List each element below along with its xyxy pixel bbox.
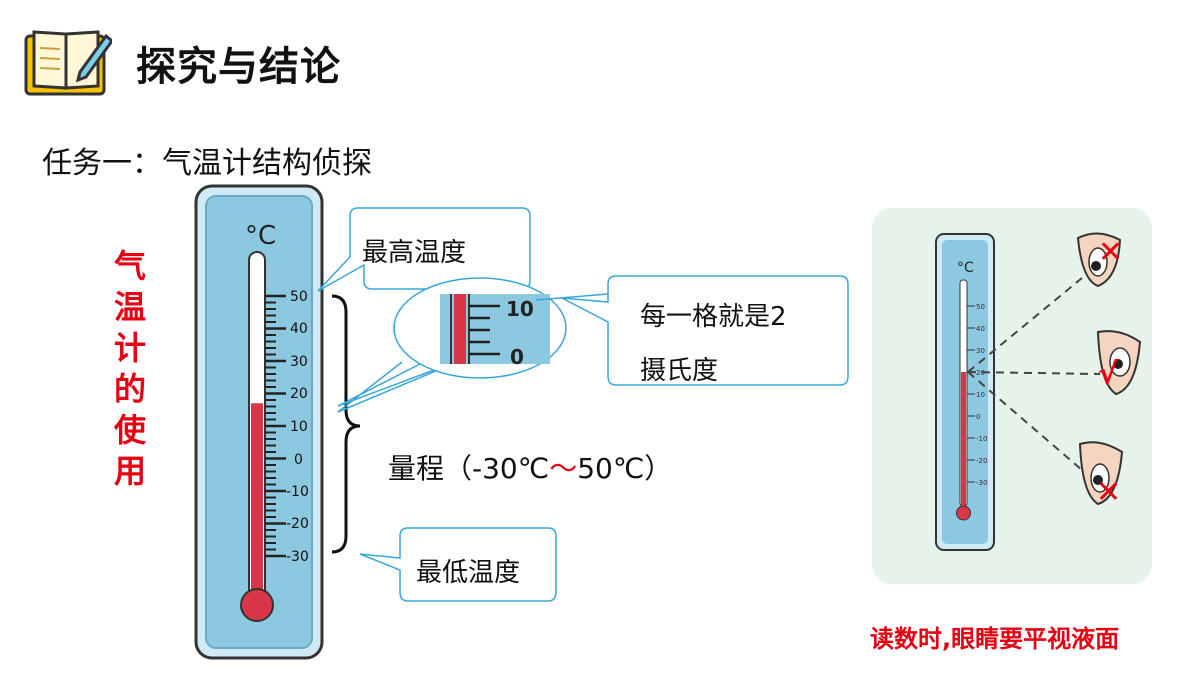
scale-label: 0: [294, 452, 303, 468]
eye-icon: [1076, 232, 1122, 288]
reading-caption: 读数时,眼睛要平视液面: [870, 625, 1120, 653]
per-division-callout-box: [561, 275, 849, 386]
range-suffix: 50℃）: [577, 452, 673, 485]
scale-label: 20: [290, 386, 308, 402]
thermometer: °C 50 40 30 20 10 0 -10 -20 -30: [194, 184, 324, 660]
side-label-char: 计: [113, 329, 146, 367]
min-temp-label: 最低温度: [416, 558, 521, 588]
side-label-char: 气: [113, 247, 146, 285]
scale-label: 30: [290, 354, 308, 370]
reading-scale-label: 50: [976, 303, 985, 311]
max-temp-label: 最高温度: [362, 238, 467, 268]
range-prefix: 量程（-30℃: [388, 452, 550, 485]
side-label-char: 使: [113, 411, 146, 449]
zoom-label-top: 10: [506, 297, 534, 321]
per-division-line2: 摄氏度: [640, 356, 719, 386]
scale-label: 10: [290, 419, 308, 435]
side-label-char: 的: [113, 370, 146, 408]
reading-scale-label: 20: [976, 369, 985, 377]
mercury-column: [251, 403, 263, 602]
reading-scale-label: 40: [976, 325, 985, 333]
scale-label: -10: [286, 484, 309, 500]
page-title: 探究与结论: [136, 44, 341, 90]
reading-scale-label: 10: [976, 391, 985, 399]
reading-scale-label: -10: [976, 435, 987, 443]
zoom-bubble: 10 0: [337, 277, 609, 407]
reading-scale-label: -30: [976, 479, 987, 487]
thermometer-bulb: [240, 588, 274, 622]
reading-thermo-unit: °C: [957, 260, 974, 276]
task-title: 任务一：气温计结构侦探: [42, 146, 372, 181]
per-division-line1: 每一格就是2: [640, 302, 787, 332]
reading-scale-label: 0: [976, 413, 980, 421]
zoom-label-bottom: 0: [510, 345, 524, 369]
side-label-char: 用: [113, 452, 146, 490]
min-temp-callout-box: [359, 527, 557, 602]
correct-mark-icon: √: [1098, 357, 1119, 392]
reading-scale-label: -20: [976, 457, 987, 465]
scale-labels: 50 40 30 20 10 0 -10 -20 -30: [286, 289, 309, 565]
scale-label: -20: [286, 516, 309, 532]
range-bracket: [331, 294, 439, 554]
book-pencil-icon: [24, 30, 112, 96]
scale-label: 40: [290, 321, 308, 337]
scale-label: 50: [290, 289, 308, 305]
thermometer-unit: °C: [245, 221, 276, 251]
range-tilde: ～: [549, 452, 578, 485]
scale-ticks: [265, 294, 286, 558]
max-temp-callout-box: [317, 207, 531, 292]
reading-mercury: [961, 372, 966, 506]
reading-bulb: [956, 505, 971, 521]
scale-label: -30: [286, 549, 309, 565]
reading-scale-label: 30: [976, 347, 985, 355]
side-label: 气 温 计 的 使 用: [108, 246, 152, 492]
range-text: 量程（-30℃～50℃）: [388, 447, 672, 487]
side-label-char: 温: [113, 288, 146, 326]
wrong-mark-icon: ✕: [1098, 235, 1123, 270]
eye-icon: [1078, 441, 1124, 506]
eye-icon: [1096, 330, 1142, 396]
wrong-mark-icon: ✕: [1096, 475, 1121, 510]
reading-figure: °C 50 40 30 20 10 0 -10 -20 -30: [872, 208, 1152, 584]
